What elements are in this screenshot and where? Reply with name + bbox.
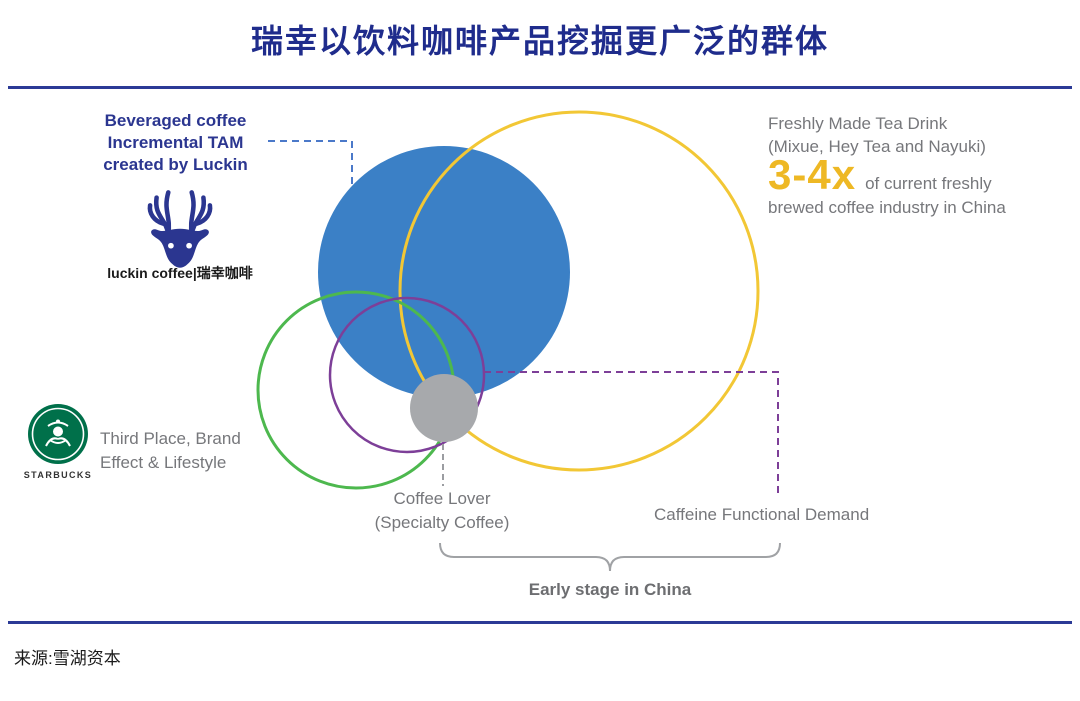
multiplier-suffix: of current freshly: [865, 174, 992, 193]
multiplier-value: 3-4x: [768, 151, 857, 198]
caffeine-demand-label: Caffeine Functional Demand: [654, 505, 870, 524]
beveraged-coffee-line1: Beveraged coffee: [104, 111, 247, 130]
starbucks-wordmark: STARBUCKS: [23, 470, 93, 480]
beveraged-coffee-line3: created by Luckin: [103, 155, 248, 174]
luckin-wordmark: luckin coffee|瑞幸咖啡: [107, 265, 253, 281]
gray-circle-coffee-lover: [410, 374, 478, 442]
multiplier-line2: brewed coffee industry in China: [768, 198, 1006, 217]
third-place-label: Third Place, Brand Effect & Lifestyle: [100, 427, 241, 475]
yellow-circle-tea-drink: [398, 110, 760, 472]
early-stage-label: Early stage in China: [528, 580, 692, 599]
tea-drink-label: Freshly Made Tea Drink (Mixue, Hey Tea a…: [768, 112, 986, 158]
blue-dashed-connector: [268, 140, 353, 186]
source-label: 来源:雪湖资本: [14, 649, 121, 668]
third-place-line1: Third Place, Brand: [100, 429, 241, 448]
beveraged-coffee-line2: Incremental TAM: [107, 133, 244, 152]
coffee-lover-line2: (Specialty Coffee): [374, 513, 510, 532]
beveraged-coffee-label: Beveraged coffee Incremental TAM created…: [78, 110, 273, 176]
purple-circle-caffeine-demand: [328, 296, 486, 454]
tea-drink-line1: Freshly Made Tea Drink: [768, 114, 948, 133]
starbucks-logo-icon: [28, 404, 88, 464]
coffee-lover-label: Coffee Lover (Specialty Coffee): [328, 487, 556, 535]
luckin-deer-icon: [147, 190, 213, 268]
early-stage-brace: [439, 542, 781, 572]
top-divider: [8, 86, 1072, 89]
multiplier-block: 3-4x of current freshly brewed coffee in…: [768, 151, 1006, 219]
bottom-divider: [8, 621, 1072, 624]
purple-dashed-connector: [484, 371, 779, 498]
coffee-lover-line1: Coffee Lover: [393, 489, 491, 508]
page-title: 瑞幸以饮料咖啡产品挖掘更广泛的群体: [250, 23, 829, 59]
blue-circle-beveraged-coffee-tam: [318, 146, 570, 398]
third-place-line2: Effect & Lifestyle: [100, 453, 227, 472]
tea-drink-line2: (Mixue, Hey Tea and Nayuki): [768, 137, 986, 156]
